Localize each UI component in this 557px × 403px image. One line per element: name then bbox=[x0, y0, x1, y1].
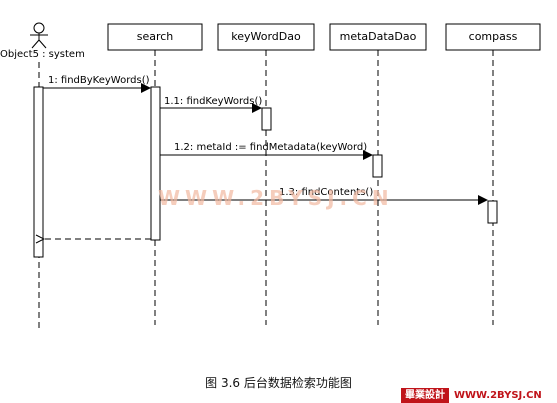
lifeline-header-keyworddao: keyWordDao bbox=[217, 23, 315, 51]
footer-site-link[interactable]: WWW.2BYSJ.CN bbox=[454, 390, 542, 401]
activation-actor bbox=[33, 86, 44, 258]
lifeline-compass-label: compass bbox=[469, 30, 518, 43]
lifeline-keyworddao-label: keyWordDao bbox=[231, 30, 301, 43]
activation-search bbox=[150, 86, 161, 241]
footer-badge: 畢業設計 bbox=[401, 388, 449, 403]
activation-keyworddao bbox=[261, 107, 272, 131]
activation-metadatadao bbox=[372, 154, 383, 178]
lifeline-search-label: search bbox=[137, 30, 174, 43]
lifeline-header-metadatadao: metaDataDao bbox=[329, 23, 427, 51]
actor-figure bbox=[30, 22, 48, 49]
watermark: WWW.2BYSJ.CN bbox=[158, 186, 394, 210]
actor-label: Object5 : system bbox=[0, 49, 85, 60]
lifeline-metadatadao-label: metaDataDao bbox=[340, 30, 417, 43]
lifeline-header-search: search bbox=[107, 23, 203, 51]
activation-compass bbox=[487, 200, 498, 224]
message-1-1-label: 1.1: findKeyWords() bbox=[164, 96, 262, 107]
message-1-2-label: 1.2: metaId := findMetadata(keyWord) bbox=[174, 142, 367, 153]
lifeline-header-compass: compass bbox=[445, 23, 541, 51]
figure-caption: 图 3.6 后台数据检索功能图 bbox=[205, 376, 352, 390]
message-1-3-label: 1.3: findContents() bbox=[279, 187, 373, 198]
message-1-label: 1: findByKeyWords() bbox=[48, 75, 150, 86]
